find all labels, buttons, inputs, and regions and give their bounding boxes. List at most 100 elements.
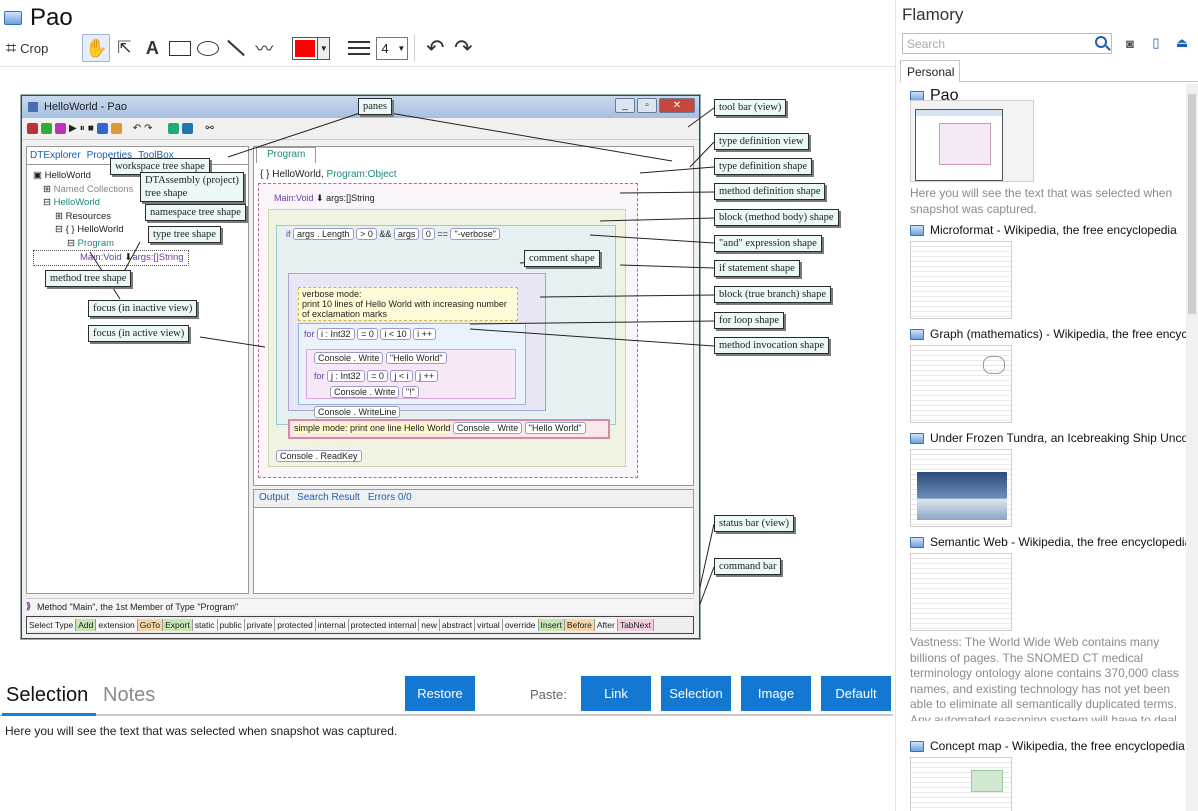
ellipse-tool-button[interactable] xyxy=(194,34,222,62)
binoculars-icon: ⚯ xyxy=(205,123,214,134)
select-tool-button[interactable]: ⇱ xyxy=(110,34,138,62)
line-icon xyxy=(227,39,246,57)
stroke-color-dropdown[interactable]: ▼ xyxy=(292,36,331,60)
freehand-tool-button[interactable]: 〰 xyxy=(250,34,278,62)
tab-errors: Errors 0/0 xyxy=(367,492,412,503)
command-item: private xyxy=(244,619,276,631)
snapshot-pane: Pao ⌗ Crop ✋ ⇱ A 〰 ▼ 4 ▼ ↶ xyxy=(0,4,895,738)
captured-window-title: HelloWorld - Pao xyxy=(44,101,127,113)
restore-button[interactable]: Restore xyxy=(405,676,475,711)
minimize-icon: _ xyxy=(615,98,635,113)
command-item: Export xyxy=(163,619,193,631)
callout-label: for loop shape xyxy=(714,312,785,329)
hand-icon: ✋ xyxy=(85,37,108,58)
line-width-dropdown[interactable]: 4 ▼ xyxy=(376,36,409,60)
camera-icon[interactable]: ◙ xyxy=(1126,35,1134,51)
list-item[interactable]: Semantic Web - Wikipedia, the free encyc… xyxy=(910,534,1186,721)
sidebar-scrollbar[interactable] xyxy=(1186,84,1198,811)
crop-icon: ⌗ xyxy=(6,37,17,58)
command-item: Insert xyxy=(538,619,565,631)
scroll-thumb[interactable] xyxy=(1188,94,1196,314)
crop-button[interactable]: ⌗ Crop xyxy=(4,34,54,62)
snapshot-thumbnail xyxy=(910,241,1012,319)
list-item[interactable]: Under Frozen Tundra, an Icebreaking Ship… xyxy=(910,430,1186,527)
paste-link-button[interactable]: Link xyxy=(581,676,651,711)
page-title: Pao xyxy=(30,4,73,31)
document-icon[interactable]: ▯ xyxy=(1152,35,1160,50)
paste-default-button[interactable]: Default xyxy=(821,676,891,711)
tab-personal[interactable]: Personal xyxy=(900,60,960,82)
snapshot-list: Pao Here you will see the text that was … xyxy=(896,84,1186,811)
rectangle-tool-button[interactable] xyxy=(166,34,194,62)
tool-icon xyxy=(96,123,108,134)
close-icon: ✕ xyxy=(659,98,695,113)
command-item: protected internal xyxy=(348,619,420,631)
collapse-icon[interactable]: ⏏ xyxy=(1175,35,1189,50)
paste-image-button[interactable]: Image xyxy=(741,676,811,711)
command-item: TabNext xyxy=(617,619,654,631)
command-item: Add xyxy=(76,619,97,631)
list-item[interactable]: Pao Here you will see the text that was … xyxy=(910,88,1186,217)
list-item[interactable]: Concept map - Wikipedia, the free encycl… xyxy=(910,738,1186,811)
command-item: static xyxy=(192,619,218,631)
method-signature: Main:Void ⬇ args:[]String xyxy=(274,193,375,203)
undo-button[interactable]: ↶ xyxy=(421,34,449,62)
search-input[interactable]: Search xyxy=(902,33,1112,54)
tab-program: Program xyxy=(256,147,317,163)
redo-button[interactable]: ↷ xyxy=(449,34,477,62)
tab-divider xyxy=(960,81,1198,82)
list-item[interactable]: Graph (mathematics) - Wikipedia, the fre… xyxy=(910,326,1186,423)
page-icon xyxy=(910,536,924,548)
command-item: internal xyxy=(315,619,349,631)
search-icon[interactable] xyxy=(1095,36,1107,48)
tool-icon xyxy=(27,123,38,134)
workspace-tabs: DTExplorer Properties ToolBox xyxy=(27,147,248,165)
pause-icon: ⏸ xyxy=(79,123,85,134)
item-title: Graph (mathematics) - Wikipedia, the fre… xyxy=(930,327,1186,341)
snapshot-thumbnail xyxy=(910,345,1012,423)
command-item: public xyxy=(217,619,245,631)
callout-label: block (method body) shape xyxy=(714,209,839,226)
callout-label: "and" expression shape xyxy=(714,235,822,252)
tab-search-result: Search Result xyxy=(297,492,360,503)
captured-app-icon xyxy=(28,102,38,112)
output-pane: Output Search Result Errors 0/0 xyxy=(253,489,694,594)
hand-tool-button[interactable]: ✋ xyxy=(82,34,111,62)
tab-output: Output xyxy=(259,492,290,503)
item-title: Microformat - Wikipedia, the free encycl… xyxy=(930,223,1177,237)
text-tool-button[interactable]: A xyxy=(138,34,166,62)
captured-window-controls: _ ▫ ✕ xyxy=(615,98,695,113)
tab-properties: Properties xyxy=(86,150,133,161)
command-item: new xyxy=(419,619,440,631)
crop-label: Crop xyxy=(20,40,49,56)
tool-icon xyxy=(167,123,179,134)
toolbar-divider xyxy=(414,35,416,61)
callout-label: tool bar (view) xyxy=(714,99,787,116)
selected-text-content[interactable]: Here you will see the text that was sele… xyxy=(5,724,398,738)
item-title: Semantic Web - Wikipedia, the free encyc… xyxy=(930,535,1186,549)
tree-item: ⊟ HelloWorld xyxy=(43,197,100,208)
command-item: virtual xyxy=(475,619,503,631)
line-width-value: 4 xyxy=(381,40,389,56)
active-tab-indicator xyxy=(2,713,96,716)
window-app-icon xyxy=(4,11,22,25)
snapshot-thumbnail xyxy=(910,449,1012,527)
command-item: extension xyxy=(96,619,138,631)
page-icon xyxy=(910,224,924,236)
page-icon xyxy=(910,328,924,340)
snapshot-canvas[interactable]: HelloWorld - Pao _ ▫ ✕ ▶ ⏸ ■ xyxy=(0,66,895,656)
list-item[interactable]: Microformat - Wikipedia, the free encycl… xyxy=(910,222,1186,319)
tab-notes[interactable]: Notes xyxy=(103,684,156,706)
command-item: Select Type xyxy=(27,619,77,631)
tree-item: Main:Void ⬇args:[]String xyxy=(33,250,189,266)
type-definition-header: { } HelloWorld, Program:Object xyxy=(260,169,397,180)
annotation-toolbar: ⌗ Crop ✋ ⇱ A 〰 ▼ 4 ▼ ↶ ↷ xyxy=(4,33,477,63)
line-width-icon xyxy=(348,41,371,55)
tab-toolbox: ToolBox xyxy=(138,150,174,161)
readkey-call: Console . ReadKey xyxy=(276,450,362,462)
line-tool-button[interactable] xyxy=(222,34,250,62)
tab-selection[interactable]: Selection xyxy=(6,684,89,706)
workspace-pane: DTExplorer Properties ToolBox ▣ HelloWor… xyxy=(26,146,249,594)
paste-selection-button[interactable]: Selection xyxy=(661,676,731,711)
